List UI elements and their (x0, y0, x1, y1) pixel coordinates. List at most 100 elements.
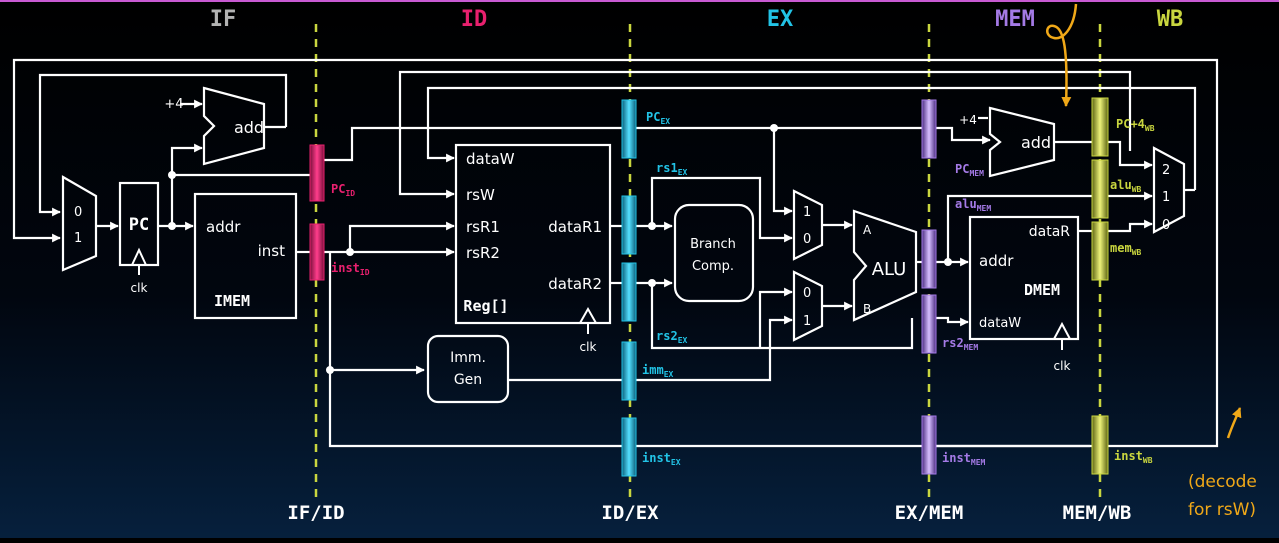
signal-pc-ex: PCEX (646, 110, 670, 126)
wb-mux-in2: 2 (1162, 163, 1170, 178)
exmem-inst-bar (921, 415, 937, 475)
exmem-pc-bar (921, 99, 937, 159)
signal-alu-wb: aluWB (1110, 178, 1142, 194)
junction-dot (326, 366, 334, 374)
imem-block (193, 192, 298, 320)
junction-dot (770, 124, 778, 132)
junction-dot (648, 222, 656, 230)
clock-triangle-icon (579, 306, 597, 324)
reg-rsr2-label: rsR2 (466, 244, 500, 262)
wb-mux-in0: 0 (1162, 218, 1170, 233)
reg-rsw-label: rsW (466, 186, 495, 204)
alu-label: ALU (872, 259, 907, 280)
wb-mux-in1: 1 (1162, 190, 1170, 205)
branch-comp-line2: Comp. (692, 259, 734, 274)
wire-rsw (398, 70, 1132, 199)
imm-gen-block (426, 334, 510, 404)
if-adder (202, 86, 266, 166)
reg-name-ex-mem: EX/MEM (895, 502, 964, 524)
signal-alu-mem: aluMEM (955, 197, 991, 213)
stage-title-id: ID (461, 7, 488, 32)
signal-pc-mem: PCMEM (955, 162, 984, 178)
stage-title-mem: MEM (995, 7, 1035, 32)
junction-dot (168, 171, 176, 179)
signal-mem-wb: memWB (1110, 241, 1142, 257)
imm-gen-line1: Imm. (450, 350, 486, 366)
junction-dot (168, 222, 176, 230)
wire-inst-to-instwb (328, 252, 1090, 448)
dmem-block (968, 215, 1080, 341)
mem-adder (988, 106, 1056, 178)
signal-rs1-ex: rs1EX (656, 161, 688, 177)
alu-a-mux-in0: 0 (803, 232, 811, 247)
reg-file-label: Reg[] (463, 297, 508, 315)
signal-rs2-ex: rs2EX (656, 329, 688, 345)
reg-dataw-label: dataW (466, 150, 515, 168)
register-file (454, 143, 612, 325)
alu-a-mux-in1: 1 (803, 205, 811, 220)
dmem-clk-label: clk (1054, 359, 1071, 373)
wire-pc4-to-mux (38, 73, 288, 217)
alu-input-a: A (863, 223, 872, 237)
annotation-line1: (decode (1188, 472, 1257, 492)
reg-name-if-id: IF/ID (287, 502, 344, 524)
signal-inst-id: instID (331, 261, 370, 277)
mem-adder-label: add (1021, 133, 1051, 152)
reg-name-id-ex: ID/EX (601, 502, 659, 524)
wire-pc-to-add (170, 143, 203, 226)
ifid-inst-bar (309, 223, 325, 281)
if-adder-label: add (234, 118, 264, 137)
wire-wb-to-dataw (426, 86, 1197, 190)
ifid-pc-bar (309, 144, 325, 202)
idex-imm-bar (621, 341, 637, 401)
alu-b-mux (792, 270, 824, 342)
branch-comp-line1: Branch (690, 237, 736, 252)
wire-writeback-loop (12, 58, 1219, 437)
memwb-inst-bar (1091, 415, 1109, 475)
imem-addr-label: addr (206, 218, 241, 236)
signal-imm-ex: immEX (642, 363, 674, 379)
wire-rs2-to-bmux (758, 287, 793, 348)
alu-b-mux-in1: 1 (803, 314, 811, 329)
junction-dot (944, 258, 952, 266)
junction-dot (346, 248, 354, 256)
reg-datar1-label: dataR1 (548, 218, 602, 236)
pipeline-register-bars (309, 97, 1109, 477)
annotation-line2: for rsW) (1188, 500, 1256, 520)
pc-mux-in0: 0 (74, 205, 82, 220)
signal-labels: PCID instID PCEX rs1EX rs2EX immEX instE… (331, 110, 1155, 467)
wire-rs2-to-dataw (936, 316, 969, 327)
alu-b-mux-in0: 0 (803, 286, 811, 301)
memwb-alu-bar (1091, 159, 1109, 219)
wire-alu-to-memwb (946, 194, 1092, 262)
signal-rs2-mem: rs2MEM (942, 336, 978, 352)
pc-mux-in1: 1 (74, 231, 82, 246)
idex-inst-bar (621, 417, 637, 477)
mem-plus4-label: +4 (959, 113, 977, 127)
wire-pc4wb-to-wbmux (1108, 140, 1153, 170)
imem-label: IMEM (214, 292, 250, 310)
if-plus4-label: +4 (164, 97, 183, 112)
idex-rs2-bar (621, 262, 637, 322)
wire-rs2-to-exmem (650, 283, 914, 350)
signal-inst-ex: instEX (642, 451, 681, 467)
wire-memwb-to-wbmux (1108, 219, 1153, 233)
signal-pc-id: PCID (331, 182, 355, 198)
stage-title-ex: EX (767, 7, 794, 32)
signal-inst-wb: instWB (1114, 449, 1153, 465)
imm-gen-line2: Gen (454, 372, 482, 388)
clock-triangle-icon (1053, 321, 1071, 340)
imem-inst-label: inst (258, 242, 285, 260)
alu-a-mux (792, 189, 824, 261)
wire-inst-to-rsr1 (348, 221, 455, 252)
wire-pcex-to-amux (772, 128, 793, 216)
exmem-rs2-bar (921, 294, 937, 354)
alu-block (852, 209, 918, 322)
branch-comp-block (673, 203, 755, 303)
junction-dot (648, 279, 656, 287)
dmem-dataw-label: dataW (979, 316, 1021, 331)
wires (12, 58, 1219, 448)
